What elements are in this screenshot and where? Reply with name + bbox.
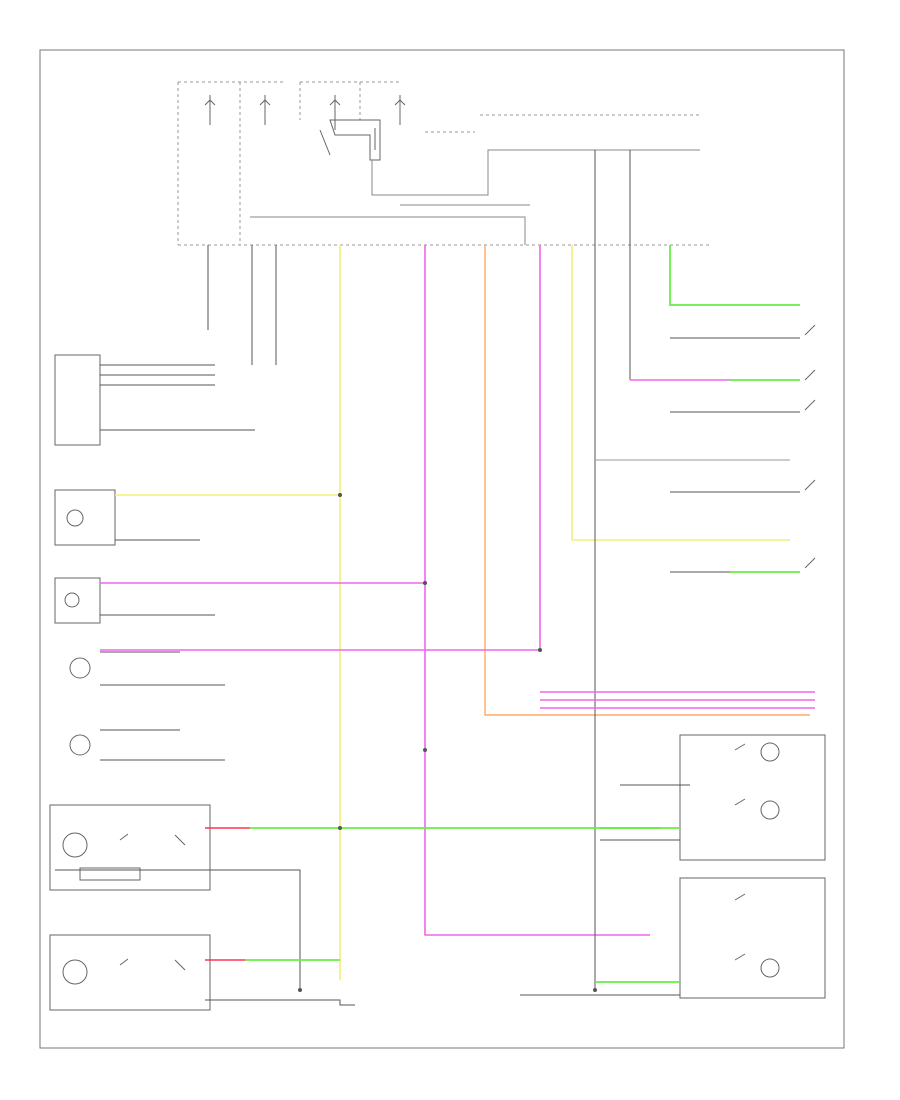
rh-vanity-lamp <box>49 934 355 1011</box>
lh-vanity-lamp <box>49 804 660 990</box>
glove-box-lamp <box>54 577 425 624</box>
dome-lamp <box>54 489 340 546</box>
diagram-frame <box>39 49 845 1049</box>
vertical-wires <box>100 150 810 990</box>
door-switches <box>595 324 816 573</box>
instrument-cluster <box>54 354 255 446</box>
fuse-panel <box>177 81 406 245</box>
battery-saver-relay <box>250 114 700 245</box>
rear-interior-lamp <box>520 877 826 999</box>
splice-nodes <box>298 493 597 992</box>
right-harness <box>540 691 815 709</box>
front-interior-lamp <box>600 734 826 861</box>
cargo-lamp-left <box>69 651 225 686</box>
cargo-lamp-right <box>69 729 225 761</box>
